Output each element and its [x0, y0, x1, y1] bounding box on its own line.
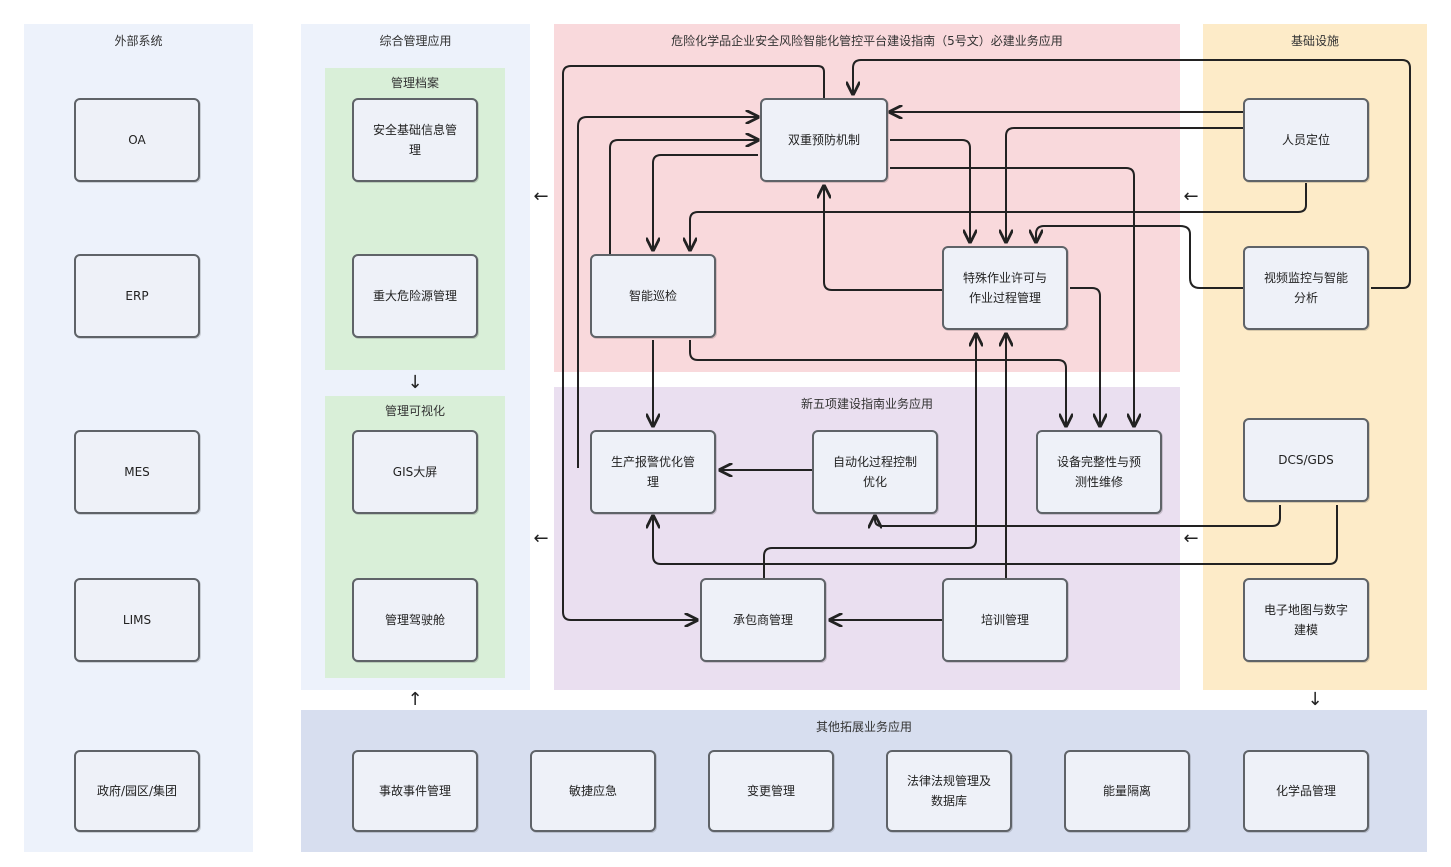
node-dual-prevention[interactable]: 双重预防机制 — [760, 98, 888, 182]
down-arrow-archive-to-visual: ↓ — [407, 372, 423, 393]
node-personnel-location[interactable]: 人员定位 — [1243, 98, 1369, 182]
left-arrow-fivenew-to-integrated: ← — [533, 528, 549, 549]
management-visual-title: 管理可视化 — [384, 404, 445, 418]
node-safety-basic-info[interactable]: 安全基础信息管理 — [352, 98, 478, 182]
node-agile-emergency-label: 敏捷应急 — [568, 784, 617, 798]
node-mes-label: MES — [124, 465, 150, 479]
left-arrow-infra-to-mandatory: ← — [1183, 186, 1199, 207]
node-management-cockpit-label: 管理驾驶舱 — [384, 613, 445, 627]
node-chemical-management[interactable]: 化学品管理 — [1243, 750, 1369, 832]
other-extended-apps-panel: 其他拓展业务应用 — [301, 710, 1427, 852]
node-law-regulation-label: 法律法规管理及数据库 — [906, 774, 991, 808]
node-contractor-management[interactable]: 承包商管理 — [700, 578, 826, 662]
node-change-management-label: 变更管理 — [746, 784, 795, 798]
node-equipment-integrity[interactable]: 设备完整性与预测性维修 — [1036, 430, 1162, 514]
node-smart-patrol-label: 智能巡检 — [628, 289, 677, 303]
node-safety-basic-info-label: 安全基础信息管理 — [372, 123, 457, 157]
node-mes[interactable]: MES — [74, 430, 200, 514]
node-electronic-map[interactable]: 电子地图与数字建模 — [1243, 578, 1369, 662]
node-agile-emergency[interactable]: 敏捷应急 — [530, 750, 656, 832]
node-management-cockpit[interactable]: 管理驾驶舱 — [352, 578, 478, 662]
node-oa-label: OA — [128, 133, 146, 147]
node-gov-park-group-label: 政府/园区/集团 — [96, 784, 178, 798]
node-alarm-optimization[interactable]: 生产报警优化管理 — [590, 430, 716, 514]
node-accident-management[interactable]: 事故事件管理 — [352, 750, 478, 832]
node-dcs-gds-label: DCS/GDS — [1278, 453, 1334, 467]
node-major-hazard-label: 重大危险源管理 — [372, 289, 457, 303]
node-major-hazard[interactable]: 重大危险源管理 — [352, 254, 478, 338]
node-energy-isolation[interactable]: 能量隔离 — [1064, 750, 1190, 832]
node-chemical-management-label: 化学品管理 — [1275, 784, 1336, 798]
node-training-management[interactable]: 培训管理 — [942, 578, 1068, 662]
node-gis-screen[interactable]: GIS大屏 — [352, 430, 478, 514]
external-systems-title: 外部系统 — [114, 34, 163, 48]
left-arrow-mandatory-to-integrated: ← — [533, 186, 549, 207]
node-erp-label: ERP — [125, 289, 149, 303]
node-video-monitoring[interactable]: 视频监控与智能分析 — [1243, 246, 1369, 330]
other-extended-apps-title: 其他拓展业务应用 — [815, 720, 912, 734]
node-dcs-gds[interactable]: DCS/GDS — [1243, 418, 1369, 502]
node-gis-screen-label: GIS大屏 — [392, 465, 438, 479]
node-oa[interactable]: OA — [74, 98, 200, 182]
node-auto-process-control-label: 自动化过程控制优化 — [832, 455, 917, 489]
node-electronic-map-label: 电子地图与数字建模 — [1263, 603, 1348, 637]
node-auto-process-control[interactable]: 自动化过程控制优化 — [812, 430, 938, 514]
node-law-regulation[interactable]: 法律法规管理及数据库 — [886, 750, 1012, 832]
node-equipment-integrity-label: 设备完整性与预测性维修 — [1056, 455, 1141, 489]
node-lims-label: LIMS — [122, 613, 152, 627]
node-accident-management-label: 事故事件管理 — [378, 784, 451, 798]
node-special-work-permit[interactable]: 特殊作业许可与作业过程管理 — [942, 246, 1068, 330]
integrated-management-title: 综合管理应用 — [379, 34, 452, 48]
management-archive-title: 管理档案 — [390, 76, 439, 90]
up-arrow-other-to-integrated: ↑ — [407, 689, 423, 710]
node-gov-park-group[interactable]: 政府/园区/集团 — [74, 750, 200, 832]
node-change-management[interactable]: 变更管理 — [708, 750, 834, 832]
node-contractor-management-label: 承包商管理 — [732, 613, 793, 627]
infrastructure-title: 基础设施 — [1290, 34, 1339, 48]
node-dual-prevention-label: 双重预防机制 — [787, 133, 860, 147]
node-personnel-location-label: 人员定位 — [1281, 133, 1330, 147]
node-video-monitoring-label: 视频监控与智能分析 — [1263, 271, 1348, 305]
left-arrow-infra-to-fivenew: ← — [1183, 528, 1199, 549]
node-lims[interactable]: LIMS — [74, 578, 200, 662]
node-special-work-permit-label: 特殊作业许可与作业过程管理 — [962, 271, 1047, 305]
node-erp[interactable]: ERP — [74, 254, 200, 338]
node-alarm-optimization-label: 生产报警优化管理 — [610, 455, 695, 489]
node-smart-patrol[interactable]: 智能巡检 — [590, 254, 716, 338]
node-training-management-label: 培训管理 — [980, 613, 1029, 627]
node-energy-isolation-label: 能量隔离 — [1102, 784, 1151, 798]
down-arrow-infra-to-other: ↓ — [1307, 689, 1323, 710]
five-new-apps-title: 新五项建设指南业务应用 — [800, 397, 933, 411]
mandatory-apps-title: 危险化学品企业安全风险智能化管控平台建设指南（5号文）必建业务应用 — [671, 34, 1063, 48]
